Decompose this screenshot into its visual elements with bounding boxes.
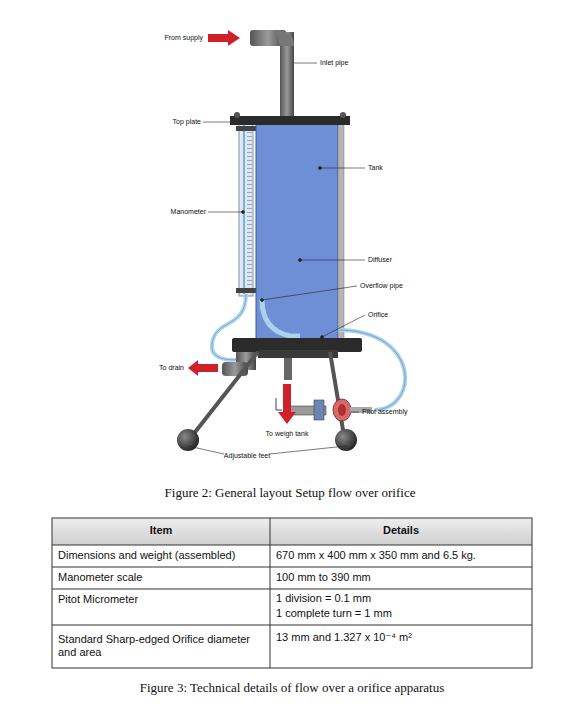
figure-caption: Figure 3: Technical details of flow over… xyxy=(140,680,445,696)
table-cell: Item xyxy=(150,524,173,537)
inlet xyxy=(208,30,294,120)
part-label: Pitot assembly xyxy=(362,408,408,416)
leader-lines xyxy=(188,63,365,454)
table-cell: 100 mm to 390 mm xyxy=(276,571,371,584)
table-cell: Manometer scale xyxy=(58,571,142,584)
table-grid xyxy=(52,518,532,668)
part-label: Diffuser xyxy=(368,256,392,264)
table-cell: 670 mm x 400 mm x 350 mm and 6.5 kg. xyxy=(276,549,476,562)
manometer xyxy=(236,118,256,296)
table-cell: 1 complete turn = 1 mm xyxy=(276,607,392,620)
part-label: Manometer xyxy=(171,208,206,216)
hoses xyxy=(212,294,405,410)
table-cell: Dimensions and weight (assembled) xyxy=(58,549,235,562)
part-label: Inlet pipe xyxy=(320,59,348,67)
table-cell: Standard Sharp-edged Orifice diameter an… xyxy=(58,633,263,659)
drain xyxy=(188,352,256,376)
part-label: Overflow pipe xyxy=(360,282,403,290)
part-label: To drain xyxy=(159,364,184,372)
part-label: Tank xyxy=(368,164,383,172)
part-label: Adjustable feet xyxy=(224,452,270,460)
table-cell: Pitot Micrometer xyxy=(58,593,138,606)
part-label: Top plate xyxy=(173,118,201,126)
table-cell: Details xyxy=(383,524,419,537)
pitot-assembly xyxy=(276,358,372,424)
legs xyxy=(177,352,357,451)
table-cell: 13 mm and 1.327 x 10⁻⁴ m² xyxy=(276,631,412,644)
part-label: To weigh tank xyxy=(266,430,309,438)
tank xyxy=(230,112,362,358)
part-label: From supply xyxy=(164,34,203,42)
part-label: Orifice xyxy=(368,311,388,319)
table-cell: 1 division = 0.1 mm xyxy=(276,592,371,605)
figure-caption: Figure 2: General layout Setup flow over… xyxy=(165,485,416,501)
